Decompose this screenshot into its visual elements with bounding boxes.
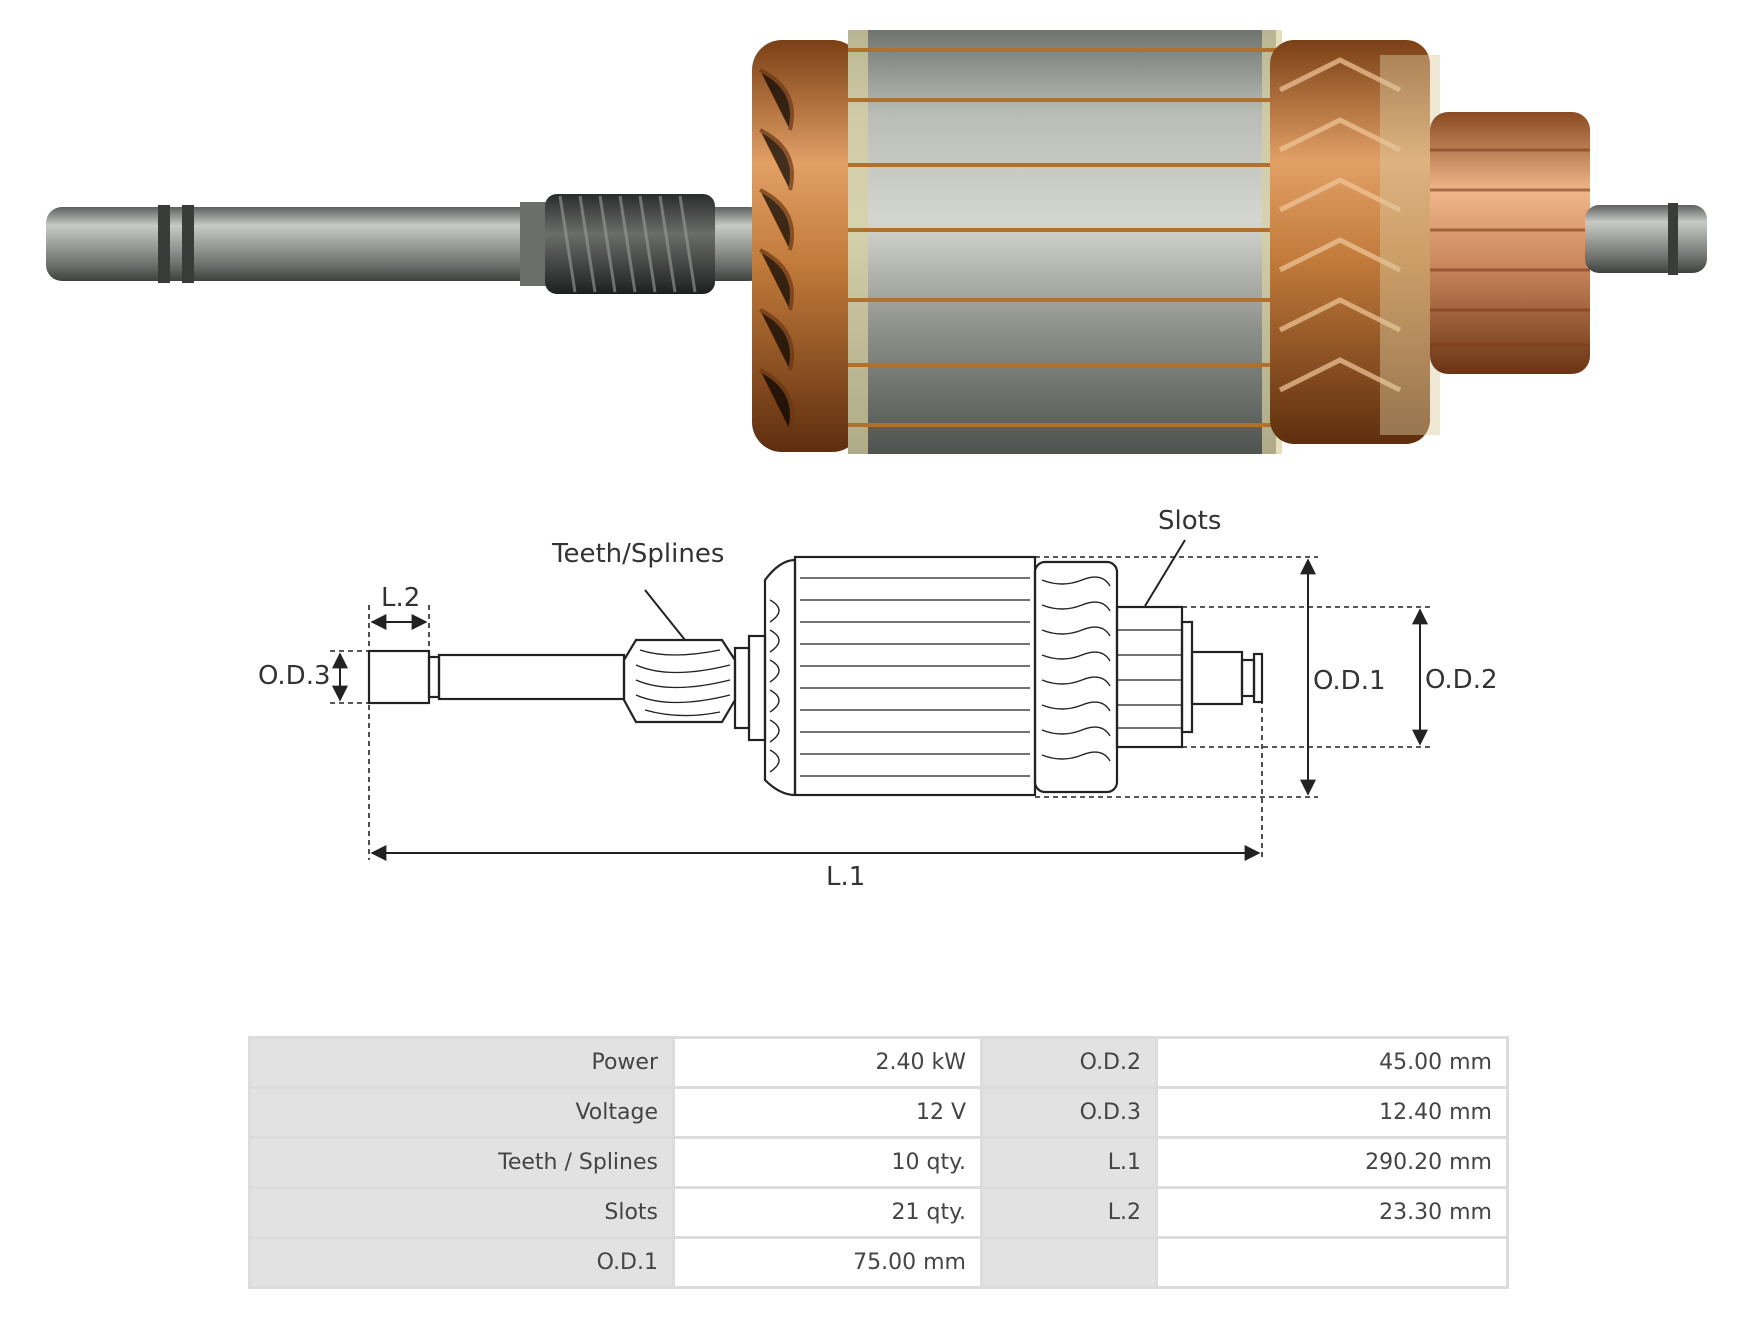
shaft-groove: [182, 205, 194, 283]
spec-value: 21 qty.: [675, 1189, 980, 1236]
spec-value: 10 qty.: [675, 1139, 980, 1186]
table-row: Teeth / Splines 10 qty. L.1 290.20 mm: [251, 1139, 1506, 1186]
od3-label: O.D.3: [258, 661, 331, 691]
spec-key: O.D.1: [251, 1239, 672, 1286]
spec-value: 290.20 mm: [1158, 1139, 1506, 1186]
l1-label: L.1: [826, 862, 865, 892]
pinion-teeth: [558, 195, 697, 293]
teeth-splines-label: Teeth/Splines: [551, 539, 724, 569]
spec-key: L.1: [983, 1139, 1155, 1186]
table-row: Power 2.40 kW O.D.2 45.00 mm: [251, 1039, 1506, 1086]
spec-value: 23.30 mm: [1158, 1189, 1506, 1236]
spec-value: 75.00 mm: [675, 1239, 980, 1286]
teeth-splines-pointer: [644, 589, 686, 641]
l2-label: L.2: [381, 583, 420, 613]
dimension-arrows: [332, 539, 1428, 861]
spec-key: Teeth / Splines: [251, 1139, 672, 1186]
od1-label: O.D.1: [1313, 666, 1386, 696]
slots-pointer: [1144, 539, 1186, 607]
table-row: Slots 21 qty. L.2 23.30 mm: [251, 1189, 1506, 1236]
armature-outline: [367, 555, 1264, 797]
spec-value: 2.40 kW: [675, 1039, 980, 1086]
spec-value: 12 V: [675, 1089, 980, 1136]
specifications-table: Power 2.40 kW O.D.2 45.00 mm Voltage 12 …: [248, 1036, 1509, 1289]
table-row: O.D.1 75.00 mm: [251, 1239, 1506, 1286]
od2-label: O.D.2: [1425, 665, 1498, 695]
spec-key: O.D.3: [983, 1089, 1155, 1136]
shaft-groove: [158, 205, 170, 283]
core-slots: [848, 48, 1276, 427]
spec-key: Slots: [251, 1189, 672, 1236]
spec-value: 45.00 mm: [1158, 1039, 1506, 1086]
spec-value: 12.40 mm: [1158, 1089, 1506, 1136]
right-windings: [1270, 40, 1430, 444]
spec-value-empty: [1158, 1239, 1506, 1286]
spec-key: Voltage: [251, 1089, 672, 1136]
table-row: Voltage 12 V O.D.3 12.40 mm: [251, 1089, 1506, 1136]
spec-key: O.D.2: [983, 1039, 1155, 1086]
extension-lines: [330, 556, 1430, 860]
slots-label: Slots: [1158, 506, 1221, 536]
spec-key: L.2: [983, 1189, 1155, 1236]
dimension-diagram: Teeth/Splines Slots L.2 O.D.3 O.D.1 O.D.…: [258, 506, 1498, 892]
spec-key-empty: [983, 1239, 1155, 1286]
spec-key: Power: [251, 1039, 672, 1086]
armature-photo: [46, 30, 1707, 454]
